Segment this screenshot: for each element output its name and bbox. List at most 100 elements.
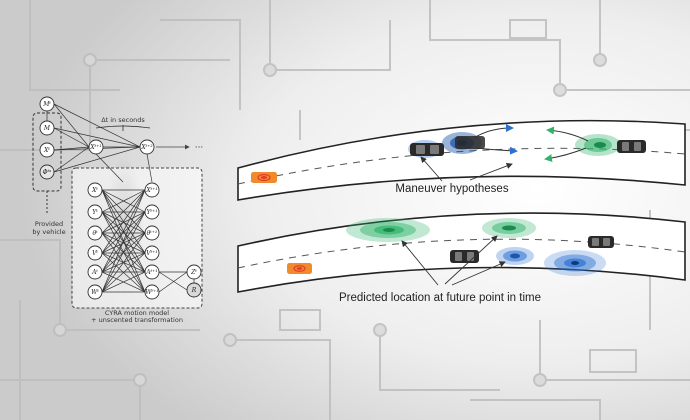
network-node-obs-0: Zᵗ — [186, 264, 202, 280]
edge-top-1-state1 — [53, 127, 90, 148]
edge-top-0-state1 — [53, 103, 90, 148]
prediction-pointer-2 — [444, 235, 498, 285]
svg-text:R: R — [191, 287, 197, 294]
car-icon-top-right — [617, 140, 646, 153]
network-node-top-0: Mᵗ — [39, 96, 55, 112]
svg-text:Vᵗ: Vᵗ — [92, 250, 98, 257]
svg-text:Yᵗ⁺¹: Yᵗ⁺¹ — [146, 209, 157, 216]
time-step-label: Δt in seconds — [101, 116, 145, 124]
ellipsis: ··· — [195, 143, 204, 153]
ego-vehicle-top — [251, 172, 277, 183]
provided-label-2: by vehicle — [32, 228, 65, 236]
svg-text:Xᵗ⁺¹: Xᵗ⁺¹ — [145, 187, 157, 194]
svg-text:Wᵗ: Wᵗ — [91, 289, 99, 296]
blue-prediction-far — [544, 250, 606, 276]
network-node-prop-4: Aᵗ⁺¹ — [144, 264, 160, 280]
car-icon-bottom-right — [588, 236, 614, 248]
edge-prop-obs-r — [158, 271, 188, 291]
green-prediction-near — [482, 218, 536, 238]
maneuver-scene: Maneuver hypotheses — [237, 119, 686, 201]
edge-sigma-3-prop-2 — [101, 232, 146, 254]
bayesian-network: Provided by vehicle Δt in seconds ··· Mᵗ… — [32, 96, 204, 324]
car-icon-top-mid — [455, 136, 485, 149]
network-node-sigma-2: θᵗ — [87, 225, 103, 241]
network-node-state-1: Xᵗ⁺² — [139, 139, 155, 155]
edge-top-3-state1 — [53, 146, 90, 173]
svg-text:Aᵗ: Aᵗ — [91, 269, 98, 276]
label-pointer-2 — [469, 162, 513, 181]
svg-text:θᵗ: θᵗ — [92, 230, 98, 237]
network-node-sigma-1: Yᵗ — [87, 204, 103, 220]
prediction-scene: Predicted location at future point in ti… — [237, 212, 686, 304]
car-icon-top-left — [410, 143, 444, 156]
network-node-sigma-4: Aᵗ — [87, 264, 103, 280]
network-node-prop-3: Vᵗ⁺¹ — [144, 245, 160, 261]
svg-text:Mᵗ: Mᵗ — [42, 101, 51, 108]
network-node-prop-0: Xᵗ⁺¹ — [144, 182, 160, 198]
edge-sigma-5-prop-3 — [101, 252, 146, 293]
blue-prediction-near — [496, 247, 534, 265]
edge-sigma-1-prop-0 — [101, 189, 146, 213]
network-node-prop-1: Yᵗ⁺¹ — [144, 204, 160, 220]
hypothesis-arrow-lane-change — [473, 124, 514, 139]
edge-sigma-4-prop-1 — [101, 211, 146, 273]
svg-text:Yᵗ: Yᵗ — [92, 209, 98, 216]
edge-state2-model — [146, 153, 153, 183]
top-road-lane-divider — [237, 147, 686, 185]
top-road — [237, 119, 686, 201]
edge-prop-obs-z2 — [158, 271, 188, 293]
svg-text:θᵗ⁺¹: θᵗ⁺¹ — [147, 230, 158, 237]
network-node-sigma-5: Wᵗ — [87, 284, 103, 300]
green-prediction-far — [346, 218, 430, 242]
edge-sigma-2-prop-1 — [101, 211, 146, 234]
network-node-obs-1: R — [186, 282, 202, 298]
edge-sigma-3-prop-0 — [101, 189, 146, 254]
svg-text:Aᵗ⁺¹: Aᵗ⁺¹ — [145, 269, 157, 276]
edge-top-0-state2 — [53, 103, 141, 148]
svg-text:Vᵗ⁺¹: Vᵗ⁺¹ — [146, 250, 157, 257]
svg-text:Φᵗᵃ: Φᵗᵃ — [43, 169, 52, 176]
network-node-sigma-0: Xᵗ — [87, 182, 103, 198]
network-node-prop-5: Wᵗ⁺¹ — [144, 284, 160, 300]
hypothesis-arrow-keep-lane — [475, 146, 518, 155]
edge-sigma-4-prop-0 — [101, 189, 146, 273]
maneuver-label: Maneuver hypotheses — [395, 183, 508, 195]
svg-text:Xᵗ: Xᵗ — [91, 187, 98, 194]
bottom-road-lane-divider — [237, 238, 686, 269]
network-node-prop-2: θᵗ⁺¹ — [144, 225, 160, 241]
edge-top-1-state2 — [53, 127, 141, 148]
green-vehicle-distribution-top — [575, 134, 621, 156]
edge-sigma-5-prop-4 — [101, 271, 146, 293]
svg-text:Xᵗ⁺²: Xᵗ⁺² — [140, 144, 153, 151]
model-label-2: + unscented transformation — [91, 316, 183, 324]
model-label-1: CYRA motion model — [105, 309, 169, 317]
network-node-state-0: Xᵗ⁺¹ — [88, 139, 104, 155]
ego-vehicle-bottom — [287, 263, 312, 274]
network-node-sigma-3: Vᵗ — [87, 245, 103, 261]
green-arrow-keep-lane — [546, 126, 589, 142]
network-edges — [46, 103, 195, 293]
label-pointer-1 — [420, 156, 443, 182]
green-arrow-lane-change — [544, 147, 587, 163]
network-node-top-3: Φᵗᵃ — [39, 164, 55, 180]
edge-sigma-5-prop-0 — [101, 189, 146, 293]
svg-text:Wᵗ⁺¹: Wᵗ⁺¹ — [145, 289, 158, 296]
edge-state1-model — [95, 153, 124, 183]
network-node-top-1: M — [39, 120, 55, 136]
svg-text:M: M — [43, 125, 51, 132]
svg-text:Xᵗ: Xᵗ — [43, 147, 50, 154]
svg-text:Zᵗ: Zᵗ — [190, 269, 197, 276]
provided-label-1: Provided — [35, 220, 63, 228]
edge-sigma-2-prop-0 — [101, 189, 146, 234]
edge-sigma-5-prop-2 — [101, 232, 146, 293]
edge-sigma-3-prop-1 — [101, 211, 146, 254]
prediction-label: Predicted location at future point in ti… — [339, 292, 541, 304]
edge-sigma-5-prop-1 — [101, 211, 146, 293]
svg-text:Xᵗ⁺¹: Xᵗ⁺¹ — [89, 144, 101, 151]
edge-top-3-state2 — [53, 146, 141, 173]
prediction-pointer-1 — [401, 240, 439, 286]
network-node-top-2: Xᵗ — [39, 142, 55, 158]
